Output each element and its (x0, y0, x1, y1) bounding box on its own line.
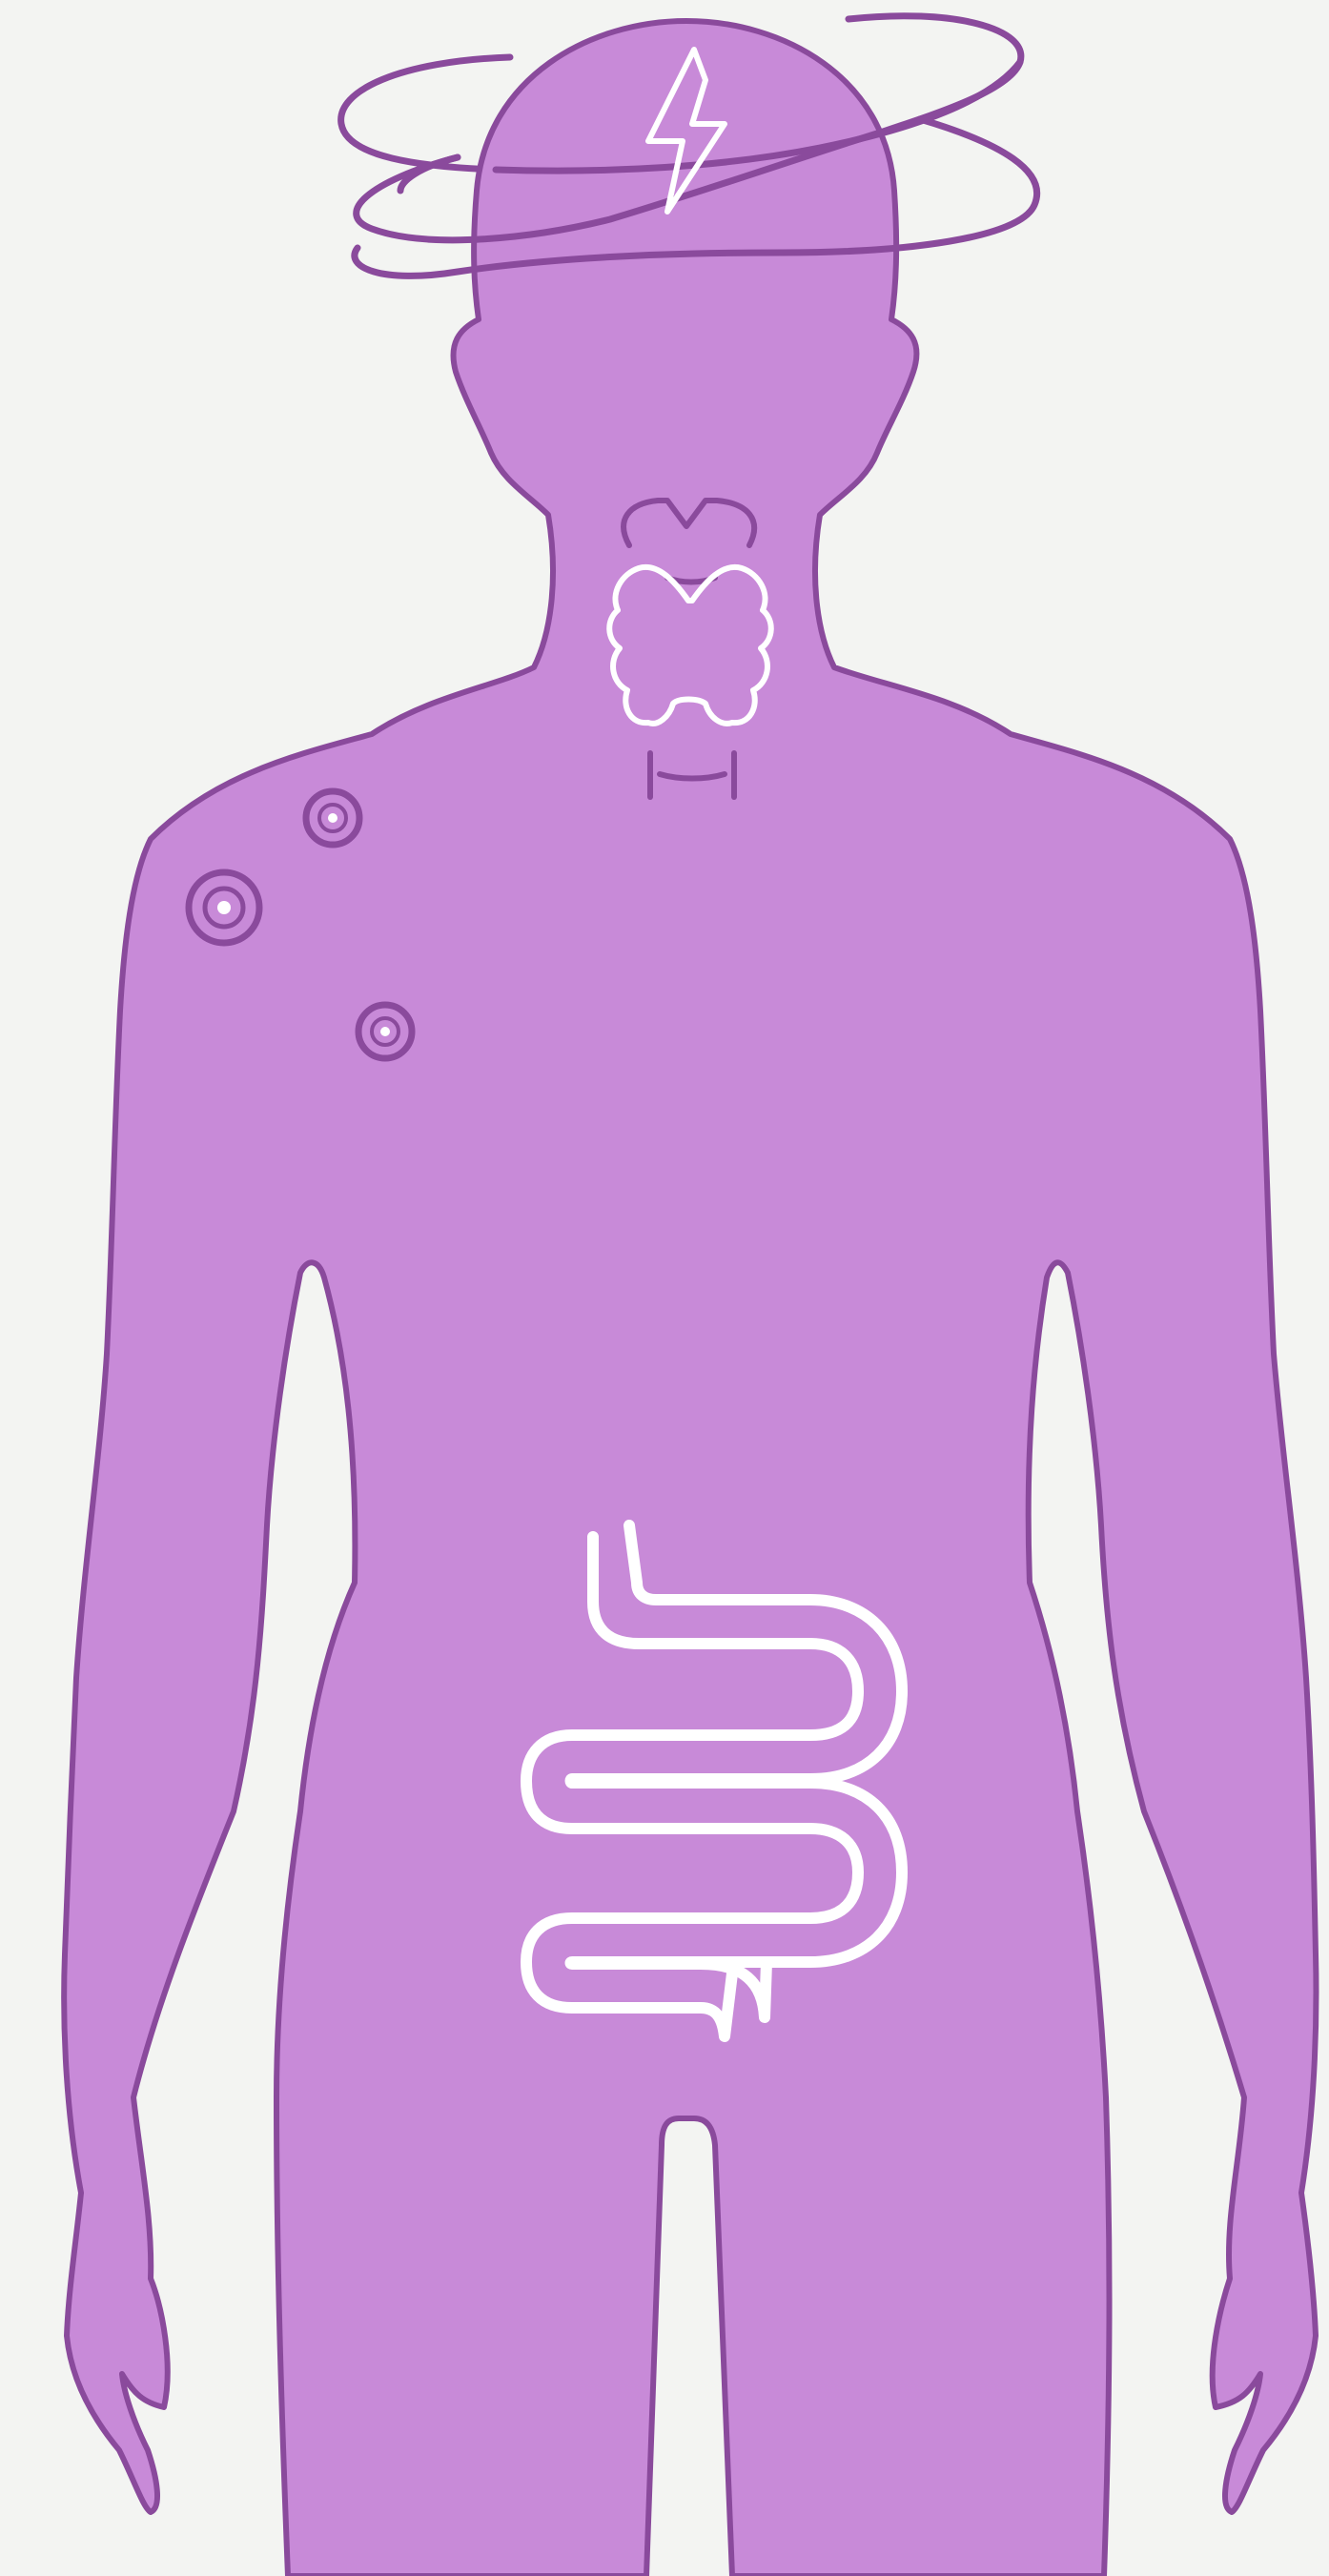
body-silhouette (64, 21, 1316, 2576)
